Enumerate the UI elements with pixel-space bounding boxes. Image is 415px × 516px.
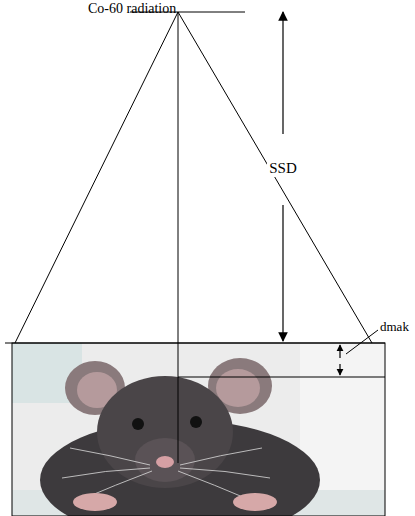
beam-edge	[15, 12, 178, 343]
dmax-arrow	[339, 345, 340, 358]
dmax-arrow	[339, 364, 340, 375]
source-label: Co-60 radiation	[88, 1, 176, 16]
surface-line	[5, 343, 385, 344]
ssd-arrow	[282, 12, 283, 134]
dmax-depth-line	[178, 377, 385, 378]
depth-label: dmak	[380, 320, 409, 334]
central-axis	[178, 12, 179, 463]
leader-line	[346, 330, 378, 354]
beam-edge	[178, 12, 372, 343]
photo-frame	[12, 343, 385, 516]
ssd-arrow	[282, 205, 283, 341]
rat-photo	[12, 343, 385, 516]
dimension-label: SSD	[267, 159, 299, 178]
